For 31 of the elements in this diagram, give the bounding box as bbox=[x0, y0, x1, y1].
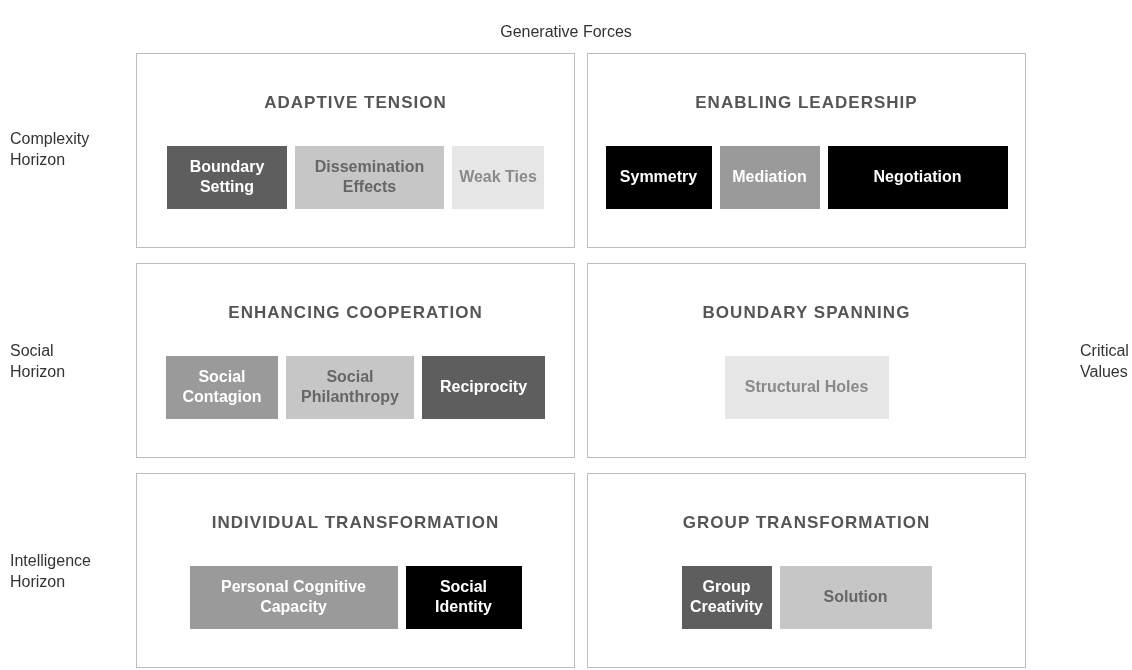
panel-heading: BOUNDARY SPANNING bbox=[702, 302, 911, 324]
concept-box: Social Philanthropy bbox=[286, 355, 414, 419]
category-panel bbox=[587, 263, 1026, 458]
category-panel bbox=[136, 263, 575, 458]
concept-box: Personal Cognitive Capacity bbox=[189, 565, 398, 629]
category-panel bbox=[136, 53, 575, 248]
panel-heading: ADAPTIVE TENSION bbox=[264, 92, 447, 114]
concept-box: Negotiation bbox=[827, 145, 1008, 209]
panel-heading: GROUP TRANSFORMATION bbox=[682, 512, 931, 534]
concept-box: Boundary Setting bbox=[167, 145, 287, 209]
concept-box: Mediation bbox=[719, 145, 820, 209]
concept-box: Social Contagion bbox=[166, 355, 278, 419]
category-panel bbox=[587, 53, 1026, 248]
row-label: Intelligence Horizon bbox=[10, 551, 92, 592]
panel-heading: ENABLING LEADERSHIP bbox=[695, 92, 918, 114]
panel-heading: ENHANCING COOPERATION bbox=[228, 302, 483, 324]
concept-box: Symmetry bbox=[605, 145, 712, 209]
row-label: Critical Values bbox=[1080, 341, 1130, 382]
concept-box: Structural Holes bbox=[724, 355, 889, 419]
category-panel bbox=[136, 473, 575, 668]
concept-box: Weak Ties bbox=[452, 145, 544, 209]
concept-box: Social Identity bbox=[405, 565, 522, 629]
concept-box: Reciprocity bbox=[422, 355, 545, 419]
panel-heading: INDIVIDUAL TRANSFORMATION bbox=[211, 512, 500, 534]
concept-box: Solution bbox=[779, 565, 932, 629]
title: Generative Forces bbox=[499, 22, 633, 42]
category-panel bbox=[587, 473, 1026, 668]
concept-box: Dissemination Effects bbox=[295, 145, 444, 209]
concept-box: Group Creativity bbox=[681, 565, 772, 629]
row-label: Social Horizon bbox=[10, 341, 67, 382]
row-label: Complexity Horizon bbox=[10, 129, 91, 170]
